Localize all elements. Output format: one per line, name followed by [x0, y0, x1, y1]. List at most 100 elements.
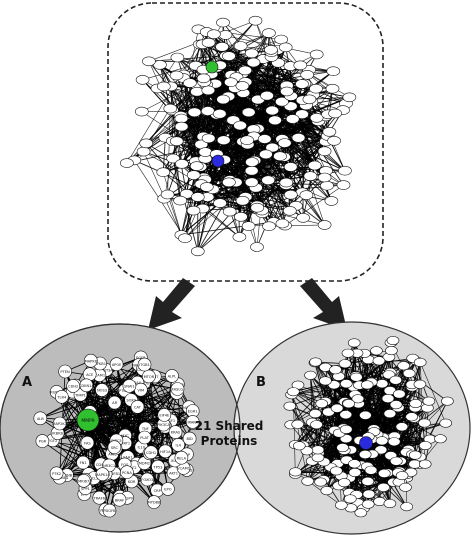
network-node: [299, 190, 314, 200]
panel-a-node-label: FOS: [121, 463, 129, 467]
network-node: [213, 198, 227, 208]
panel-a-node-label: PDGFB: [103, 509, 116, 513]
panel-a-node: VIM: [134, 382, 148, 397]
panel-a-node: AR: [107, 395, 122, 410]
network-node: [216, 135, 231, 145]
network-node: [280, 86, 294, 97]
panel-a-node-label: MTOR: [144, 375, 155, 379]
panel-a-node: ITGB1: [137, 357, 152, 372]
network-edge: [408, 373, 448, 402]
network-node: [178, 233, 192, 243]
network-node: [327, 136, 341, 146]
panel-a-node-label: NFKB1: [94, 362, 106, 366]
network-node: [361, 499, 375, 509]
panel-a-node-label: MAPK14: [95, 473, 110, 477]
network-node: [362, 489, 376, 499]
panel-a-node-label: MAP2K1: [52, 422, 67, 426]
network-node: [160, 189, 175, 200]
panel-a-node: MTOR: [142, 369, 156, 384]
network-node: [198, 147, 213, 157]
network-node: [329, 466, 343, 476]
panel-a-node-label: SOX9: [126, 399, 136, 403]
panel-a-node-label: MKI67: [78, 479, 89, 483]
panel-a-node: ACE: [82, 367, 97, 382]
network-node: [364, 465, 378, 475]
shared-proteins-line2: Proteins: [201, 434, 258, 448]
network-node: [196, 73, 211, 84]
network-node: [402, 368, 416, 378]
network-node: [296, 213, 310, 223]
network-node: [250, 242, 264, 252]
network-node: [392, 389, 406, 399]
network-node: [387, 437, 401, 447]
network-node: [302, 94, 317, 105]
network-node: [329, 365, 342, 375]
panel-a-node: BID: [182, 431, 197, 446]
panel-a-node-label: TNF: [141, 427, 149, 431]
network-node: [135, 106, 149, 117]
network-edge: [86, 357, 141, 386]
network-node: [174, 121, 189, 132]
panel-a-node-label: TIMP1: [74, 393, 86, 397]
network-edge: [295, 422, 446, 475]
network-node: [309, 113, 324, 123]
network-node: [241, 221, 256, 231]
panel-a-node: APOE: [109, 357, 124, 372]
panel-a-node-label: SAA1: [123, 456, 133, 460]
network-node: [260, 90, 274, 101]
network-edge: [181, 221, 274, 236]
network-node: [320, 180, 334, 191]
network-node: [350, 372, 363, 382]
network-node: [397, 361, 411, 371]
network-node: [336, 180, 351, 190]
network-node: [279, 177, 294, 188]
network-edge: [89, 364, 145, 413]
panel-a-node-label: WNT3A: [100, 369, 114, 373]
network-edge: [195, 32, 270, 67]
network-node: [304, 370, 317, 380]
network-node: [374, 445, 388, 455]
network-node: [173, 195, 187, 206]
network-node: [309, 83, 323, 94]
network-node: [343, 494, 357, 504]
panel-a-node-label: IL10: [137, 446, 145, 450]
network-node: [348, 467, 362, 477]
network-node: [400, 502, 414, 512]
panel-a-node-label: ALPL: [168, 375, 177, 379]
network-node: [300, 70, 315, 80]
network-node: [139, 138, 153, 149]
network-edge: [154, 376, 190, 439]
network-node: [347, 338, 361, 348]
panel-a-node-label: IL4: [176, 444, 182, 448]
network-node: [342, 92, 357, 103]
panel-a-node-label: PCNA: [122, 471, 132, 475]
network-node: [360, 380, 374, 390]
panel-a-node-label: FAS: [84, 441, 91, 445]
panel-a-node: FAS: [80, 435, 95, 450]
network-node: [200, 182, 214, 192]
network-node: [389, 456, 403, 466]
network-node: [278, 42, 293, 53]
network-node: [244, 177, 259, 188]
network-node: [309, 49, 324, 60]
network-edge: [87, 419, 179, 446]
panel-a-node-label: SIRT1: [120, 442, 130, 446]
network-node: [201, 85, 216, 96]
panel-a-node-label: IRAK4: [187, 421, 198, 425]
network-edge: [197, 182, 237, 252]
panel-a-node: MAPK8: [84, 353, 98, 368]
network-node: [320, 486, 334, 496]
panel-a-node-label: F2: [132, 466, 136, 470]
network-edge: [310, 375, 328, 491]
panel-a-network: MMP3MMP9VEGFATNFIL6IL1BCXCL8PTGS2EGFRAKT…: [33, 350, 200, 518]
network-node: [285, 114, 300, 124]
panel-a-node-label: PTGS2: [119, 389, 131, 393]
network-edge: [217, 160, 311, 177]
network-node: [295, 109, 309, 119]
panel-a-node-label: MDM2: [139, 462, 150, 466]
arrow-left: [148, 278, 195, 330]
network-node: [233, 41, 248, 51]
network-node: [328, 108, 342, 119]
panel-a-node: FOXO3: [140, 472, 155, 487]
